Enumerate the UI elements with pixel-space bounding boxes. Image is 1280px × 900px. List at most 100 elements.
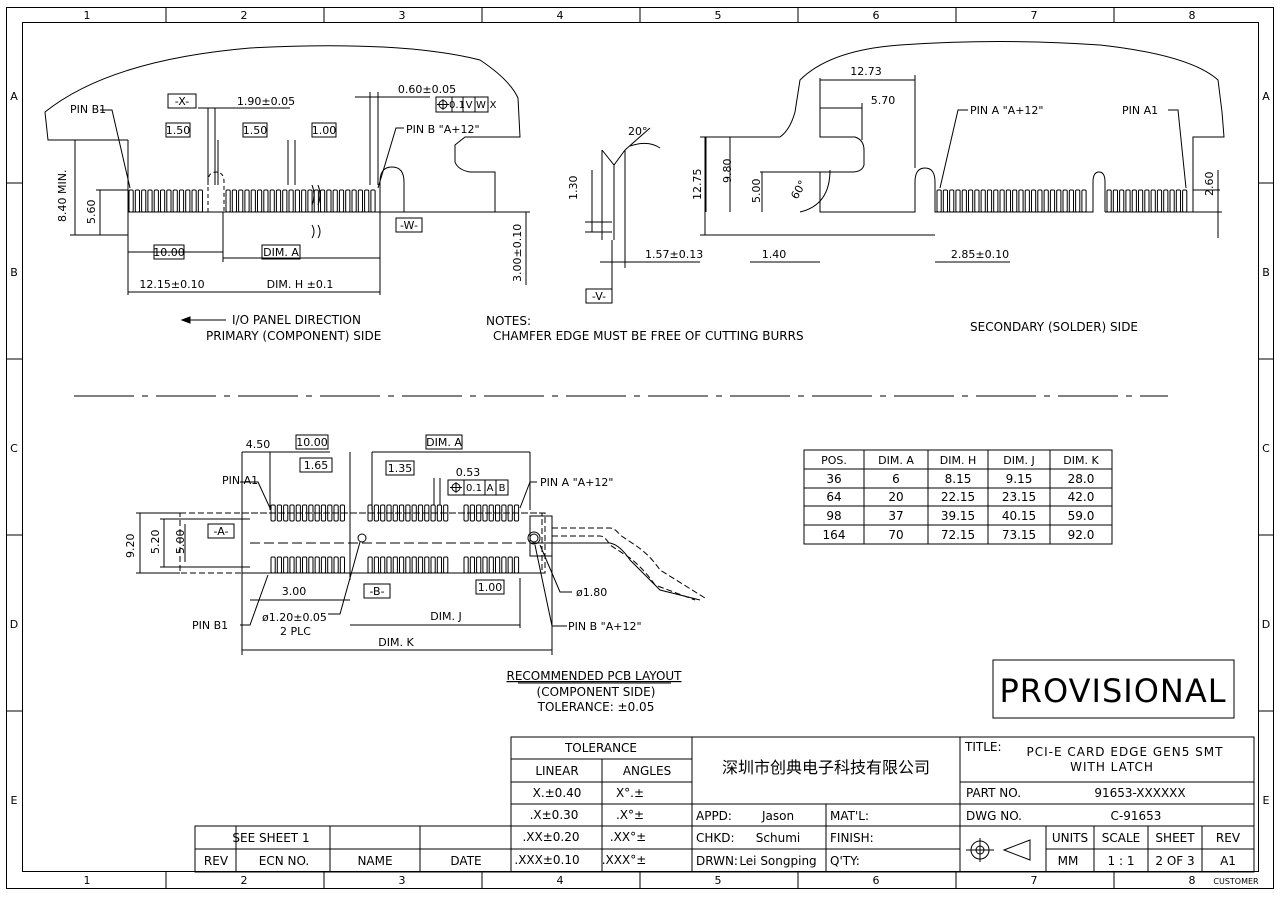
contact-finger: [345, 189, 351, 213]
table-cell: 23.15: [1002, 490, 1036, 504]
contact-finger: [1049, 189, 1056, 213]
dimension-text: DIM. J: [430, 610, 461, 623]
contact-finger: [338, 189, 345, 213]
tolerance-cell: X.±0.40: [533, 786, 582, 800]
table-header: DIM. J: [1003, 454, 1034, 467]
contact-finger: [955, 189, 961, 213]
row-label-right: A: [1262, 90, 1270, 103]
tolerance-cell: .X±0.30: [530, 808, 579, 822]
contact-finger: [1031, 189, 1037, 213]
title-block-text: TOLERANCE LINEAR ANGLES X.±0.40 X°.± .X±…: [204, 740, 1241, 868]
dimension-text: DIM. K: [378, 636, 414, 649]
revision-see-sheet: SEE SHEET 1: [232, 831, 309, 845]
table-cell: 98: [826, 509, 841, 523]
contact-finger: [482, 504, 488, 522]
contact-finger: [320, 556, 327, 574]
contact-finger: [275, 189, 282, 213]
table-cell: 72.15: [941, 528, 975, 542]
contact-finger: [1056, 189, 1062, 213]
contact-finger: [147, 189, 153, 213]
contact-finger: [302, 504, 308, 522]
contact-finger: [1112, 189, 1119, 213]
contact-finger: [269, 189, 275, 213]
provisional-stamp: PROVISIONAL: [999, 672, 1226, 710]
contact-finger: [320, 504, 327, 522]
contact-finger: [153, 189, 159, 213]
dimension-text: 3.00: [282, 585, 307, 598]
dimension-text: 8.40 MIN.: [56, 170, 69, 222]
contact-finger: [339, 556, 345, 574]
contact-finger: [185, 189, 191, 213]
col-label-bottom: 3: [399, 874, 406, 887]
contact-finger: [501, 504, 507, 522]
dimension-text: 12.73: [850, 65, 882, 78]
dimension-text: 0.60±0.05: [398, 83, 456, 96]
revision-header: DATE: [450, 854, 481, 868]
contact-finger: [1175, 189, 1182, 213]
contact-finger: [513, 556, 520, 574]
col-label-top: 5: [715, 9, 722, 22]
contact-finger: [430, 556, 436, 574]
contact-finger: [443, 556, 449, 574]
contact-finger: [443, 504, 449, 522]
contact-finger: [370, 189, 376, 213]
contact-finger: [134, 189, 141, 213]
rev-label: REV: [1216, 831, 1241, 845]
scale-label: SCALE: [1102, 831, 1140, 845]
tolerance-angles-header: ANGLES: [623, 764, 671, 778]
sheet-label: SHEET: [1155, 831, 1195, 845]
title-label: TITLE:: [964, 740, 1002, 754]
units-value: MM: [1058, 854, 1079, 868]
contact-finger: [1043, 189, 1049, 213]
contact-finger: [1037, 189, 1043, 213]
contact-finger: [276, 556, 282, 574]
dimension-text: 4.50: [246, 438, 271, 451]
pin-label: PIN A "A+12": [540, 476, 613, 489]
pin-label: PIN B1: [192, 619, 228, 632]
dimension-text: 0.53: [456, 466, 481, 479]
basic-dimension: 1.50: [166, 124, 191, 137]
contact-finger: [270, 504, 276, 522]
contact-finger: [469, 556, 475, 574]
table-header: DIM. K: [1063, 454, 1099, 467]
contact-finger: [986, 189, 993, 213]
contact-finger: [1169, 189, 1175, 213]
table-cell: 8.15: [945, 472, 972, 486]
projection-cone-icon: [1002, 839, 1031, 861]
datum-label: -A-: [214, 525, 229, 538]
hole-qty: 2 PLC: [280, 625, 311, 638]
row-label-right: B: [1262, 266, 1270, 279]
contact-finger: [476, 504, 482, 522]
contact-finger: [367, 504, 373, 522]
tolerance-cell: .XXX±0.10: [514, 853, 579, 867]
primary-side-labels: PIN B1 PIN B "A+12" -X- -W- 1.90±0.05 0.…: [56, 83, 524, 343]
col-label-top: 4: [557, 9, 564, 22]
dimension-text: 1.40: [762, 248, 787, 261]
contact-finger: [327, 504, 333, 522]
dimension-text: 1.30: [567, 176, 580, 201]
table-cell: 39.15: [941, 509, 975, 523]
col-label-bottom: 7: [1031, 874, 1038, 887]
tolerance-cell: .XXX°±: [602, 853, 647, 867]
dimension-table: [803, 449, 1113, 545]
contact-finger: [974, 189, 980, 213]
row-label-right: C: [1262, 442, 1270, 455]
contact-finger: [424, 504, 430, 522]
row-label-left: C: [10, 442, 18, 455]
pin-label: PIN A1: [222, 474, 258, 487]
contact-finger: [231, 189, 238, 213]
contact-finger: [326, 189, 332, 213]
row-label-left: B: [10, 266, 18, 279]
basic-dimension: DIM. A: [263, 246, 299, 259]
contact-finger: [513, 504, 520, 522]
contact-finger: [1005, 189, 1011, 213]
contact-finger: [327, 556, 333, 574]
contact-finger: [339, 504, 345, 522]
table-cell: 6: [892, 472, 900, 486]
contact-finger: [332, 189, 338, 213]
datum-label: -B-: [369, 585, 384, 598]
tolerance-linear-header: LINEAR: [535, 764, 578, 778]
contact-finger: [1119, 189, 1125, 213]
contact-finger: [141, 189, 147, 213]
revision-header: NAME: [357, 854, 392, 868]
